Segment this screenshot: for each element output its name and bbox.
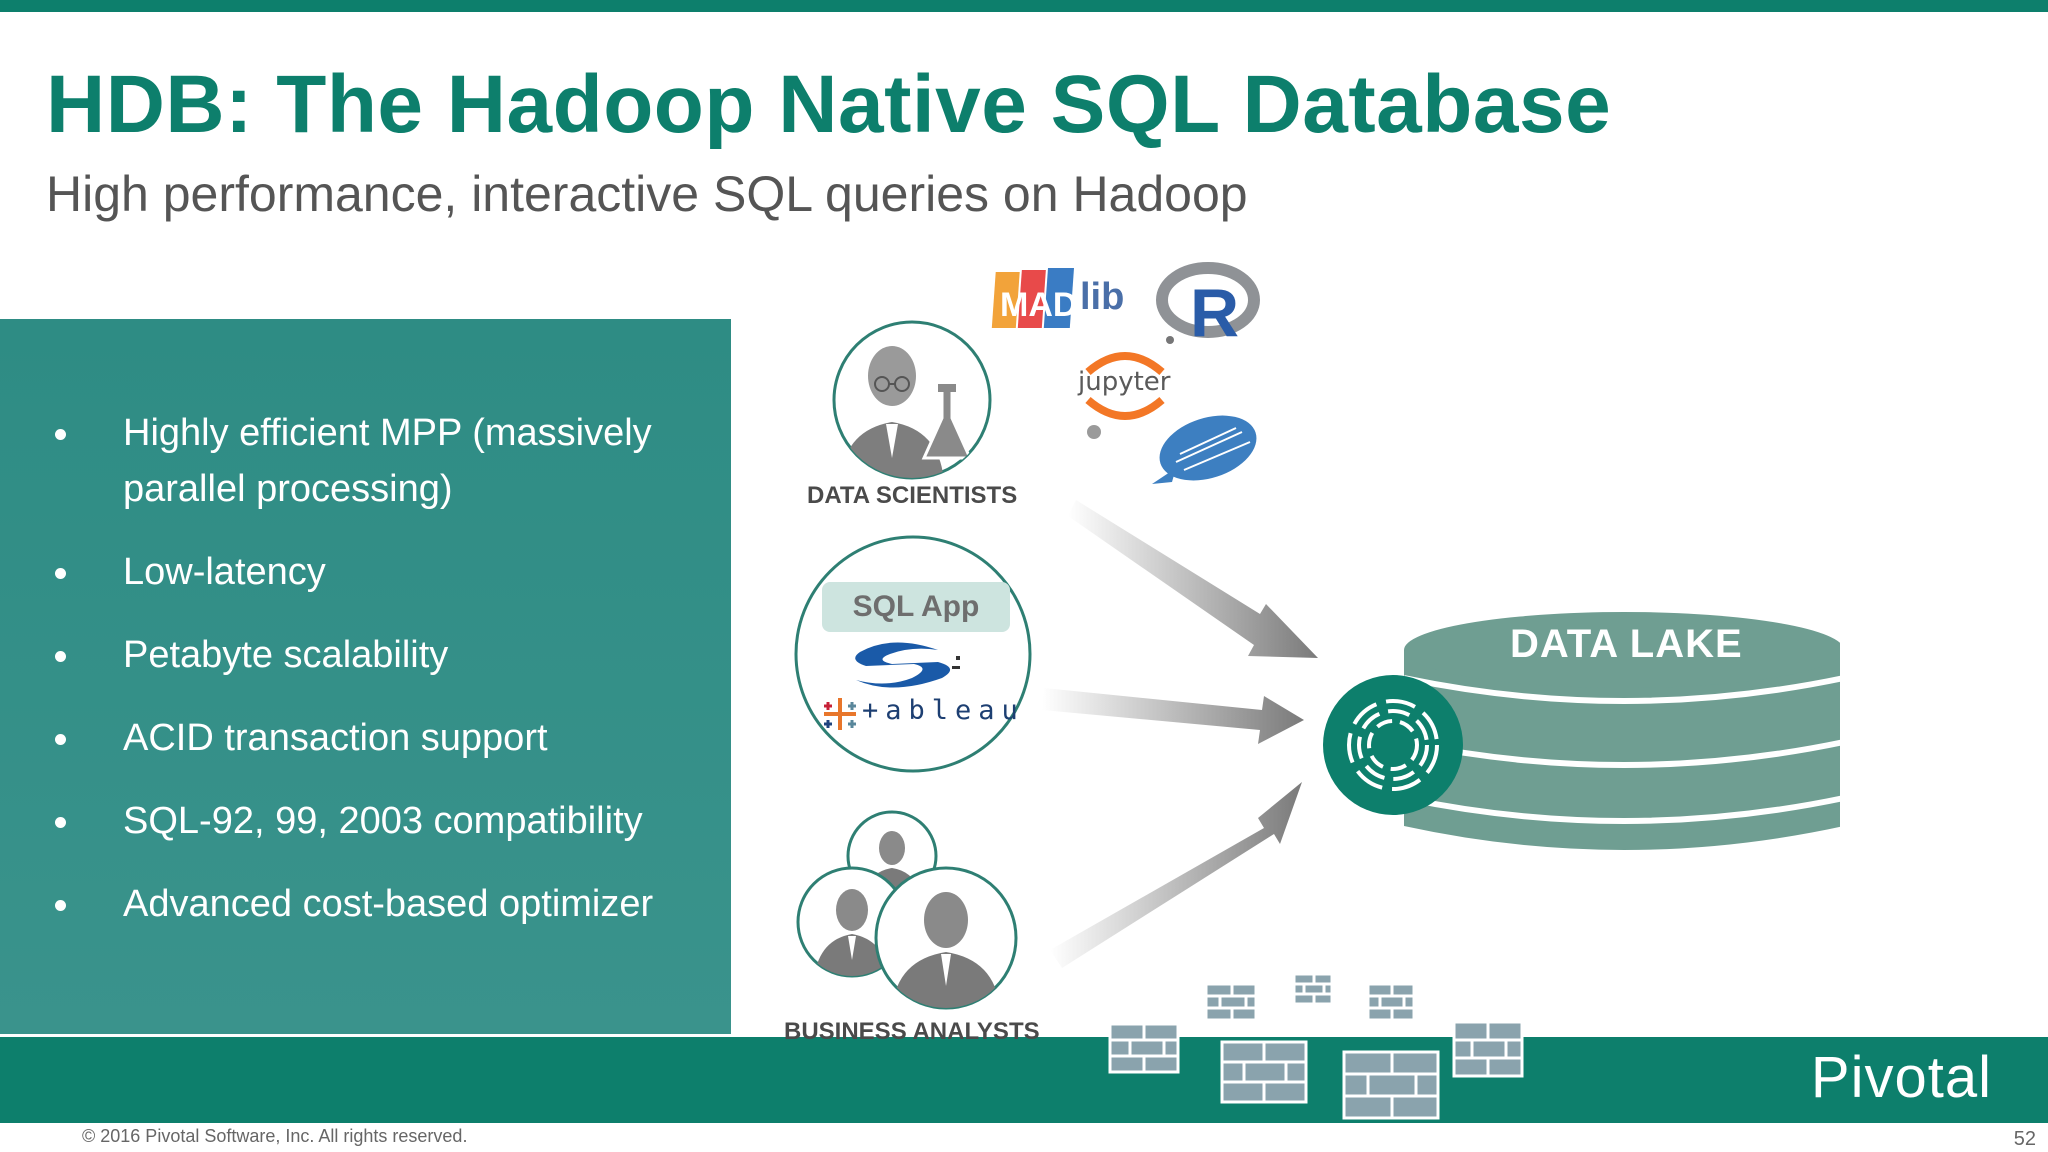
slide-title: HDB: The Hadoop Native SQL Database (46, 59, 1612, 150)
r-logo-icon: R (1156, 262, 1260, 351)
feature-item: Advanced cost-based optimizer (0, 876, 731, 932)
feature-text: SQL-92, 99, 2003 compatibility (123, 800, 643, 842)
madlib-suffix-text: lib (1080, 276, 1125, 318)
feature-item: SQL-92, 99, 2003 compatibility (0, 793, 731, 849)
jupyter-label: jupyter (1078, 367, 1171, 397)
footer-band (0, 1037, 2048, 1123)
copyright-text: © 2016 Pivotal Software, Inc. All rights… (82, 1126, 468, 1146)
brick-wall-icons (1108, 972, 1524, 1120)
feature-item: ACID transaction support (0, 710, 731, 766)
bullet-icon (55, 429, 66, 440)
brick-icon (1342, 1050, 1440, 1120)
data-scientists-label: DATA SCIENTISTS (807, 482, 1018, 509)
tableau-cross-icon (824, 698, 856, 730)
flow-arrows (1042, 500, 1318, 968)
brick-icon (1452, 1020, 1524, 1078)
bullet-icon (55, 817, 66, 828)
scientist-icon (832, 320, 992, 480)
arrow-from-analysts-icon (1050, 782, 1302, 968)
data-lake-label: DATA LAKE (1510, 622, 1743, 666)
bullet-icon (55, 651, 66, 662)
top-rule (0, 0, 2048, 12)
feature-text: Low-latency (123, 551, 326, 593)
jupyter-logo-icon (1085, 336, 1174, 439)
r-letter-text: R (1190, 275, 1239, 351)
madlib-prefix-text: MAD (1000, 286, 1077, 324)
brick-icon (1108, 1022, 1180, 1074)
zeppelin-logo-icon (1152, 415, 1257, 484)
slide-subtitle: High performance, interactive SQL querie… (46, 166, 1248, 222)
sql-server-logo-icon (855, 642, 960, 688)
business-analysts-icon (796, 810, 1018, 1010)
feature-item: Highly efficient MPP (massively parallel… (0, 405, 731, 517)
hdb-logo-icon (1323, 675, 1463, 815)
feature-text: Petabyte scalability (123, 634, 449, 676)
bullet-icon (55, 568, 66, 579)
business-analysts-label: BUSINESS ANALYSTS (784, 1018, 1040, 1045)
feature-text: Highly efficient MPP (massively parallel… (123, 412, 652, 510)
feature-panel: Highly efficient MPP (massively parallel… (0, 319, 731, 1034)
pivotal-logo: Pivotal (1810, 1045, 1992, 1110)
feature-text: Advanced cost-based optimizer (123, 883, 654, 925)
madlib-logo-icon: MAD (991, 268, 1077, 328)
brick-icon (1292, 972, 1334, 1006)
page-number: 52 (2013, 1128, 2036, 1150)
brick-icon (1204, 982, 1258, 1022)
feature-item: Petabyte scalability (0, 627, 731, 683)
bullet-icon (55, 900, 66, 911)
arrow-from-scientists-icon (1068, 500, 1318, 658)
brick-icon (1220, 1040, 1308, 1104)
brick-icon (1366, 982, 1416, 1022)
arrow-from-sql-app-icon (1042, 688, 1304, 744)
tableau-wordmark: +ableau (862, 695, 1025, 726)
feature-text: ACID transaction support (123, 717, 548, 759)
bullet-icon (55, 734, 66, 745)
sql-app-label: SQL App (822, 582, 1010, 632)
feature-list: Highly efficient MPP (massively parallel… (0, 405, 731, 959)
feature-item: Low-latency (0, 544, 731, 600)
data-lake-icon (1403, 606, 1850, 862)
